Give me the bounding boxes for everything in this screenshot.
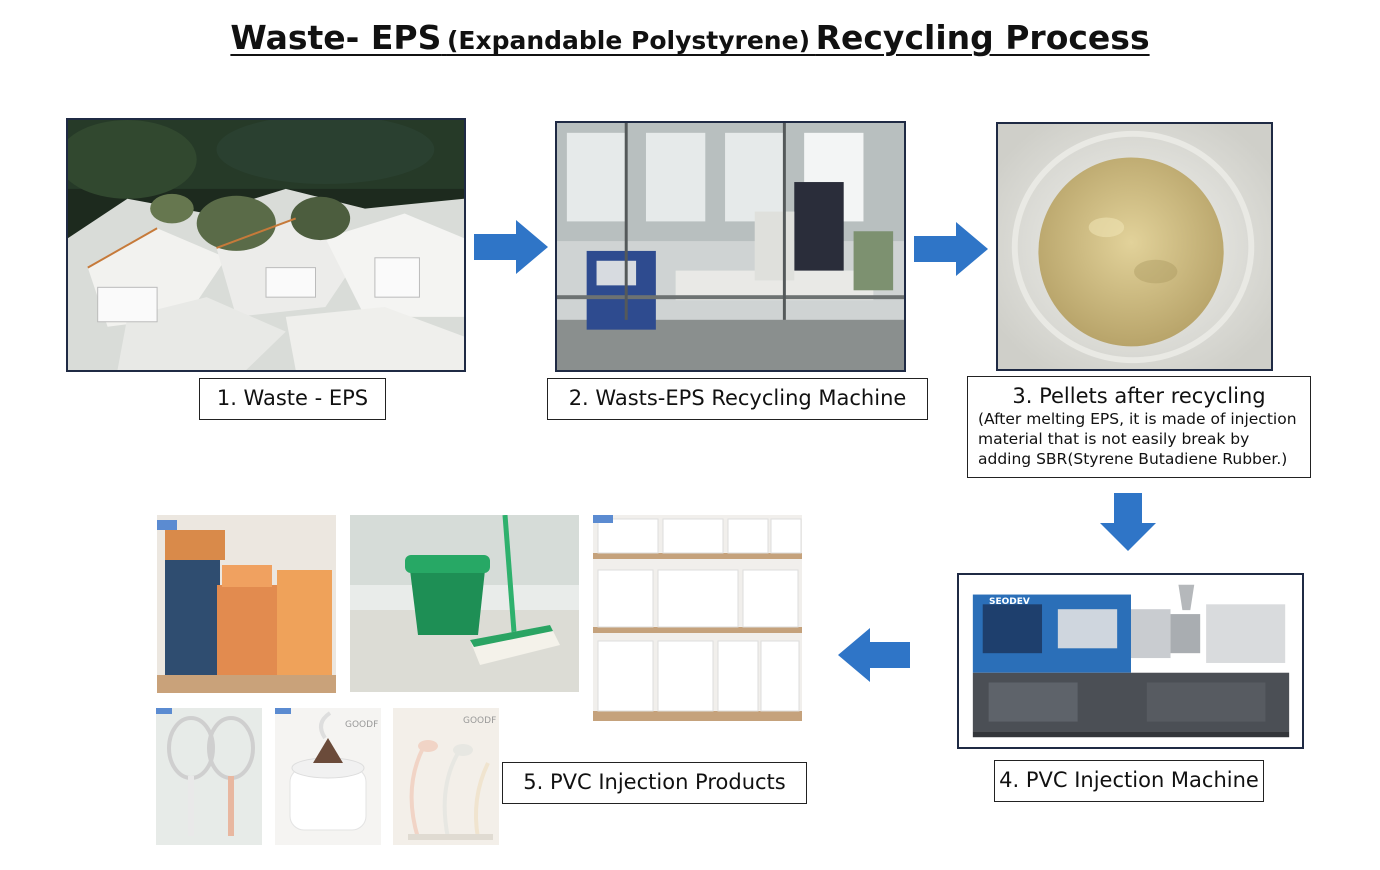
lamp-brand-text: GOODF (463, 716, 497, 726)
machine-brand-text: SEODEV (989, 597, 1030, 607)
pellets-photo (996, 122, 1273, 371)
arrow-right-2-icon (914, 222, 988, 276)
waste-eps-photo (66, 118, 466, 372)
step-4-label: 4. PVC Injection Machine (994, 760, 1264, 802)
product-mop-bucket-photo (350, 515, 579, 692)
step-3-label-text: 3. Pellets after recycling (1012, 384, 1266, 408)
title-part3: Recycling Process (815, 18, 1150, 57)
step-1-label: 1. Waste - EPS (199, 378, 386, 420)
product-humidifier-photo: GOODF (275, 708, 381, 845)
product-white-bins-photo (593, 515, 802, 721)
title-part1: Waste- EPS (230, 18, 442, 57)
product-fly-swatter-photo (156, 708, 262, 845)
injection-machine-photo: SEODEV (957, 573, 1304, 749)
step-5-label: 5. PVC Injection Products (502, 762, 807, 804)
step-4-label-text: 4. PVC Injection Machine (999, 768, 1259, 792)
product-storage-boxes-photo (157, 515, 336, 693)
step-2-label: 2. Wasts-EPS Recycling Machine (547, 378, 928, 420)
product-desk-lamp-photo: GOODF (393, 708, 499, 845)
arrow-down-icon (1100, 493, 1156, 551)
diagram-title: Waste- EPS (Expandable Polystyrene) Recy… (0, 18, 1380, 57)
arrow-left-icon (838, 628, 910, 682)
step-2-label-text: 2. Wasts-EPS Recycling Machine (568, 386, 907, 410)
step-1-label-text: 1. Waste - EPS (216, 386, 369, 410)
step-3-note: (After melting EPS, it is made of inject… (978, 410, 1297, 468)
recycling-machine-photo (555, 121, 906, 372)
step-3-label: 3. Pellets after recycling (After meltin… (967, 376, 1311, 478)
step-5-label-text: 5. PVC Injection Products (523, 770, 786, 794)
title-part2: (Expandable Polystyrene) (446, 26, 810, 55)
humidifier-brand-text: GOODF (345, 720, 379, 730)
arrow-right-1-icon (474, 220, 548, 274)
